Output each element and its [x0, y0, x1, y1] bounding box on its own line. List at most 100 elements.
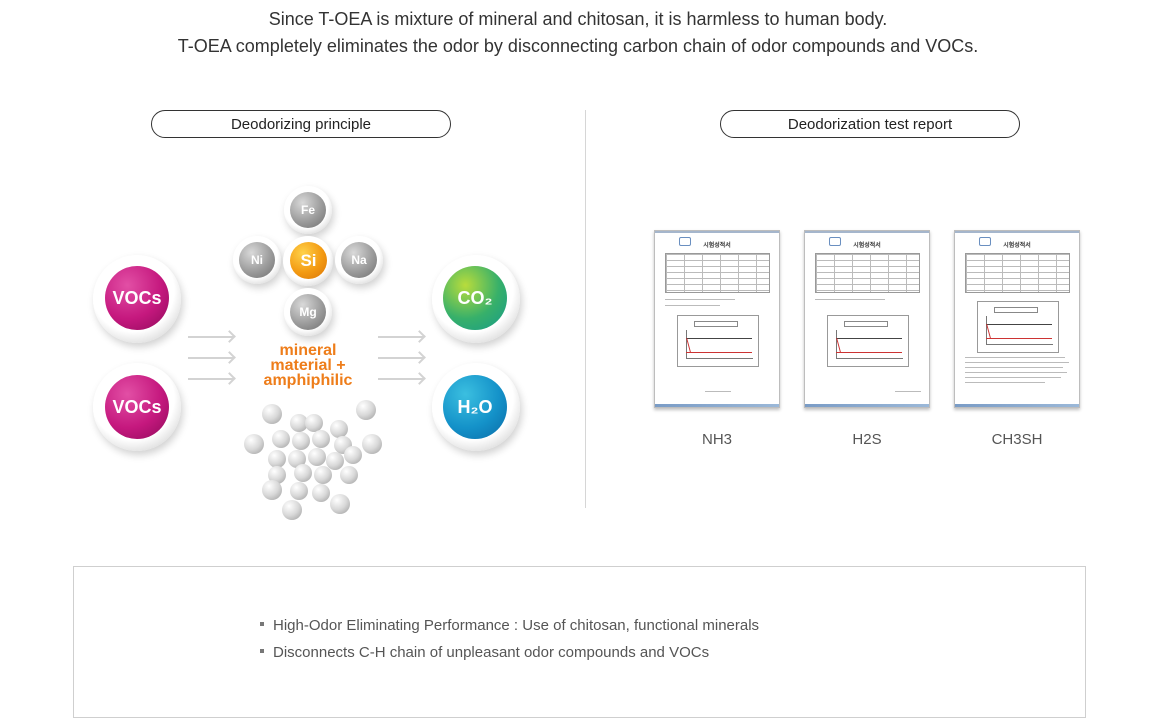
arrow-in-1: [188, 336, 233, 338]
deodorization-test-report-heading: Deodorization test report: [720, 110, 1020, 138]
bullet-icon: [260, 649, 264, 654]
particle: [312, 430, 330, 448]
doc-chart-series: [686, 338, 752, 339]
doc-line: [815, 299, 885, 300]
doc-chart: [677, 315, 759, 367]
mineral-amphiphilic-label: mineral material + amphiphilic: [248, 342, 368, 389]
doc-chart-series: [986, 338, 1052, 339]
element-ni: Ni: [239, 242, 275, 278]
particle: [282, 500, 302, 520]
intro-line-1: Since T-OEA is mixture of mineral and ch…: [268, 9, 888, 29]
particle: [356, 400, 376, 420]
arrow-out-2: [378, 357, 423, 359]
doc-chart: [827, 315, 909, 367]
doc-line: [665, 299, 735, 300]
doc-top-rule: [805, 231, 929, 233]
report-doc-nh3[interactable]: 시험성적서: [654, 230, 780, 408]
panel-divider: [585, 110, 586, 508]
particle: [314, 466, 332, 484]
doc-line: [665, 305, 720, 306]
vocs-ball-1: VOCs: [105, 266, 169, 330]
doc-line: [895, 391, 921, 392]
doc-top-rule: [655, 231, 779, 233]
doc-line: [705, 391, 731, 392]
particle: [262, 404, 282, 424]
particle: [330, 420, 348, 438]
element-fe: Fe: [290, 192, 326, 228]
particle: [290, 414, 308, 432]
doc-line: [965, 367, 1063, 368]
report-doc-ch3sh[interactable]: 시험성적서: [954, 230, 1080, 408]
vocs-ball-2: VOCs: [105, 375, 169, 439]
feature-item-2: Disconnects C-H chain of unpleasant odor…: [260, 644, 709, 661]
arrow-out-3: [378, 378, 423, 380]
particle: [288, 450, 306, 468]
particle: [326, 452, 344, 470]
co2-ball: CO₂: [443, 266, 507, 330]
particle: [268, 466, 286, 484]
label-line-1: mineral: [279, 342, 337, 359]
feature-text-2: Disconnects C-H chain of unpleasant odor…: [273, 644, 710, 661]
doc-title: 시험성적서: [703, 243, 731, 249]
arrow-in-2: [188, 357, 233, 359]
particle: [312, 484, 330, 502]
doc-chart-legend: [694, 321, 738, 327]
doc-bottom-bar: [805, 404, 929, 407]
particle: [294, 464, 312, 482]
doc-top-rule: [955, 231, 1079, 233]
element-mg: Mg: [290, 294, 326, 330]
element-na: Na: [341, 242, 377, 278]
report-label-nh3: NH3: [701, 431, 732, 448]
particle: [340, 466, 358, 484]
doc-chart-axes: [836, 330, 903, 359]
h2o-ball: H₂O: [443, 375, 507, 439]
particle: [290, 482, 308, 500]
intro-text: Since T-OEA is mixture of mineral and ch…: [0, 6, 1156, 60]
bullet-icon: [260, 622, 264, 627]
particle: [272, 430, 290, 448]
particle: [268, 450, 286, 468]
report-label-h2s: H2S: [852, 431, 882, 448]
doc-chart-legend: [844, 321, 888, 327]
doc-table: [815, 253, 920, 293]
doc-chart-series: [836, 338, 902, 339]
doc-title: 시험성적서: [853, 243, 881, 249]
doc-line: [965, 357, 1065, 358]
particle: [305, 414, 323, 432]
doc-line: [965, 382, 1045, 383]
particle: [244, 434, 264, 454]
label-line-2: material +: [270, 357, 346, 374]
report-label-ch3sh: CH3SH: [991, 431, 1043, 448]
ktr-logo-icon: [829, 237, 841, 246]
intro-line-2: T-OEA completely eliminates the odor by …: [177, 36, 979, 56]
doc-chart: [977, 301, 1059, 353]
ktr-logo-icon: [979, 237, 991, 246]
doc-line: [965, 362, 1069, 363]
feature-box: [73, 566, 1086, 718]
doc-title: 시험성적서: [1003, 243, 1031, 249]
element-si: Si: [290, 242, 327, 279]
particle: [292, 432, 310, 450]
particle: [330, 494, 350, 514]
doc-table: [965, 253, 1070, 293]
deodorizing-principle-heading: Deodorizing principle: [151, 110, 451, 138]
doc-chart-legend: [994, 307, 1038, 313]
label-line-3: amphiphilic: [263, 372, 353, 389]
feature-item-1: High-Odor Eliminating Performance : Use …: [260, 617, 759, 634]
report-doc-h2s[interactable]: 시험성적서: [804, 230, 930, 408]
arrow-in-3: [188, 378, 233, 380]
arrow-out-1: [378, 336, 423, 338]
particle: [308, 448, 326, 466]
particle: [344, 446, 362, 464]
doc-chart-series: [686, 352, 752, 353]
doc-chart-series: [986, 324, 1052, 325]
doc-table: [665, 253, 770, 293]
feature-text-1: High-Odor Eliminating Performance : Use …: [273, 617, 760, 634]
doc-line: [965, 372, 1067, 373]
particle: [262, 480, 282, 500]
doc-chart-axes: [686, 330, 753, 359]
doc-chart-series: [836, 352, 902, 353]
particle: [362, 434, 382, 454]
doc-bottom-bar: [655, 404, 779, 407]
doc-chart-axes: [986, 316, 1053, 345]
